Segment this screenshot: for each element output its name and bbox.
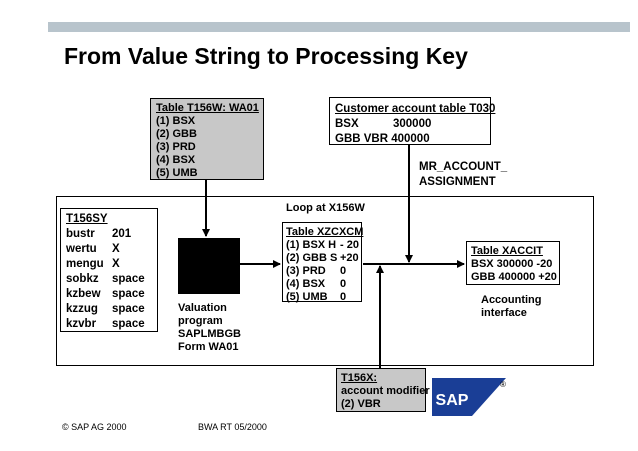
t030-key: BSX [335, 118, 359, 130]
t156sy-row: kzvbr space [66, 317, 152, 332]
xzcxcm-row: (5) UMB 0 [286, 291, 358, 304]
t156sy-value: space [112, 318, 145, 330]
t156w-line: (1) BSX [156, 115, 196, 127]
t156w-title: Table T156W: WA01 [156, 102, 259, 114]
valuation-line: program [178, 315, 223, 327]
t156x-title: T156X: [341, 372, 378, 384]
t030-row: BSX 300000 [335, 117, 485, 132]
valuation-line: Form WA01 [178, 341, 239, 353]
mr-account-line: ASSIGNMENT [419, 176, 496, 188]
accounting-interface-label: Accounting interface [481, 294, 542, 320]
mr-account-line: MR_ACCOUNT_ [419, 161, 508, 173]
t156w-line: (4) BSX [156, 154, 196, 166]
t156w-line: (3) PRD [156, 141, 196, 153]
valuation-label: Valuation program SAPLMBGB Form WA01 [178, 302, 241, 354]
footer-doc-id: BWA RT 05/2000 [198, 422, 267, 432]
xzcxcm-row: (2) GBB S+20 [286, 252, 359, 265]
sap-logo: SAP [432, 378, 506, 416]
t156sy-value: 201 [112, 228, 132, 240]
sap-logo-text: SAP [436, 392, 469, 409]
table-t156x: T156X: account modifier (2) VBR [336, 368, 430, 412]
t156sy-field: kzzug [66, 303, 98, 315]
accounting-line: interface [481, 307, 527, 319]
t156x-line: account modifier [341, 385, 430, 397]
table-t156w: Table T156W: WA01 (1) BSX (2) GBB (3) PR… [150, 98, 264, 180]
header-bar [48, 22, 630, 32]
table-xaccit: Table XACCIT BSX 300000 -20 GBB 400000 +… [466, 241, 560, 285]
t156sy-value: X [112, 243, 120, 255]
t156sy-field: mengu [66, 258, 104, 270]
t156w-line: (5) UMB [156, 167, 198, 179]
footer-copyright: © SAP AG 2000 [62, 422, 127, 432]
t156sy-field: kzbew [66, 288, 101, 300]
xzcxcm-value: 0 [340, 291, 347, 303]
t156sy-row: bustr 201 [66, 227, 152, 242]
xzcxcm-key: (2) GBB S [286, 252, 338, 264]
xzcxcm-key: (5) UMB [286, 291, 328, 303]
t156sy-field: bustr [66, 228, 95, 240]
valuation-program-block [178, 238, 240, 294]
t156sy-value: space [112, 288, 145, 300]
t156sy-field: sobkz [66, 273, 99, 285]
t156sy-value: space [112, 303, 145, 315]
mr-account-label: MR_ACCOUNT_ ASSIGNMENT [419, 160, 507, 190]
xaccit-line: BSX 300000 -20 [471, 258, 553, 270]
xzcxcm-key: (1) BSX H [286, 239, 337, 251]
t156sy-field: wertu [66, 243, 97, 255]
xzcxcm-key: (4) BSX [286, 278, 326, 290]
t156w-line: (2) GBB [156, 128, 197, 140]
xaccit-title: Table XACCIT [471, 245, 543, 257]
valuation-line: SAPLMBGB [178, 328, 241, 340]
xzcxcm-row: (4) BSX 0 [286, 278, 358, 291]
xzcxcm-value: 0 [340, 265, 347, 277]
t156sy-row: wertu X [66, 242, 152, 257]
t156sy-field: kzvbr [66, 318, 97, 330]
t156sy-row: sobkz space [66, 272, 152, 287]
t030-value: 300000 [393, 118, 432, 130]
t156sy-row: mengu X [66, 257, 152, 272]
xzcxcm-row: (3) PRD 0 [286, 265, 358, 278]
loop-frame [56, 196, 594, 366]
t156sy-value: X [112, 258, 120, 270]
xzcxcm-value: 0 [340, 278, 347, 290]
t030-row: GBB VBR 400000 [335, 132, 485, 147]
t156sy-value: space [112, 273, 145, 285]
t156sy-title: T156SY [66, 213, 108, 225]
slide-title: From Value String to Processing Key [64, 43, 468, 69]
table-t030: Customer account table T030 BSX 300000 GB… [329, 97, 496, 147]
table-xzcxcm: Table XZCXCM (1) BSX H- 20 (2) GBB S+20 … [282, 222, 364, 304]
xzcxcm-key: (3) PRD [286, 265, 326, 277]
xzcxcm-value: - 20 [340, 239, 359, 251]
t030-title: Customer account table T030 [335, 103, 496, 115]
valuation-line: Valuation [178, 302, 227, 314]
xzcxcm-row: (1) BSX H- 20 [286, 239, 359, 252]
accounting-line: Accounting [481, 294, 542, 306]
t156sy-row: kzzug space [66, 302, 152, 317]
t156x-line: (2) VBR [341, 398, 381, 410]
xzcxcm-title: Table XZCXCM [286, 226, 364, 238]
t030-key: GBB VBR 400000 [335, 133, 430, 145]
xzcxcm-value: +20 [340, 252, 359, 264]
t156sy-row: kzbew space [66, 287, 152, 302]
loop-label: Loop at X156W [286, 202, 365, 214]
registered-mark: ® [500, 380, 506, 389]
xaccit-line: GBB 400000 +20 [471, 271, 557, 283]
